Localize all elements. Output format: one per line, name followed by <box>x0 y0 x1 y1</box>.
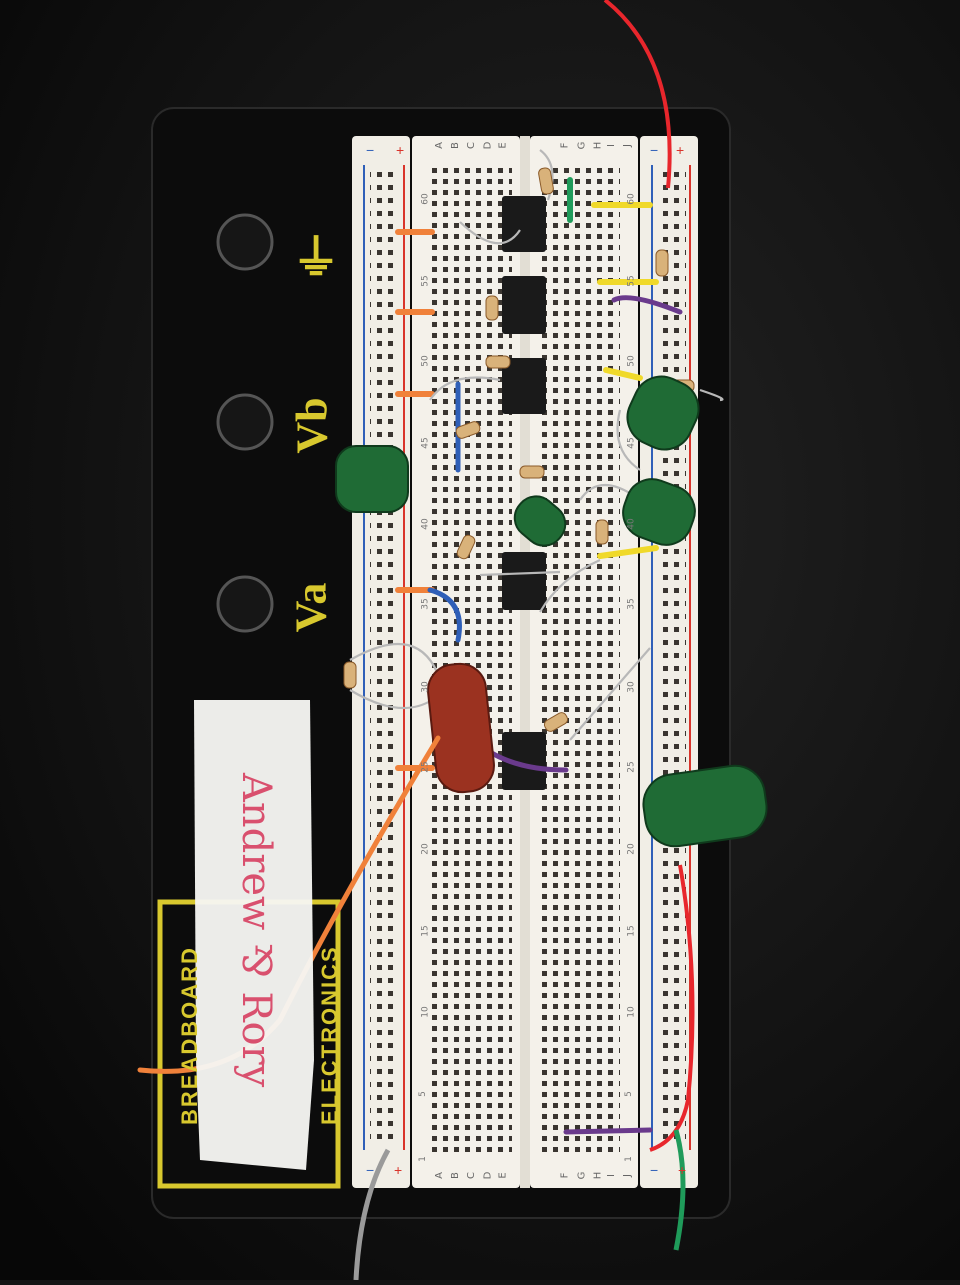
col-letter-i: I <box>605 1174 617 1177</box>
row-number-40-right: 40 <box>626 518 637 530</box>
ground-post-hole <box>216 213 274 271</box>
row-number-20-left: 20 <box>420 843 431 855</box>
row-number-45-left: 45 <box>420 437 431 449</box>
ground-label: ⏚ <box>292 232 341 285</box>
col-letter-a: A <box>433 1172 445 1179</box>
col-letter-e: E <box>497 1172 509 1179</box>
right-rail-minus-bottom: − <box>650 1162 659 1178</box>
center-channel <box>520 136 530 1188</box>
ic-chip-1 <box>502 196 546 252</box>
orange-rail-jumpers <box>395 229 435 771</box>
right-rail-holes <box>658 170 686 1145</box>
row-number-50-left: 50 <box>420 355 431 367</box>
row-number-1-left: 1 <box>417 1156 428 1162</box>
col-letter-i: I <box>605 144 617 147</box>
holes-a-e <box>432 168 512 1158</box>
row-number-50-right: 50 <box>626 355 637 367</box>
col-letter-c: C <box>465 142 477 149</box>
left-rail-plus-top: + <box>396 142 405 158</box>
row-number-15-right: 15 <box>626 925 637 937</box>
row-number-30-right: 30 <box>626 681 637 693</box>
holes-f-j <box>540 168 620 1158</box>
col-letter-h: H <box>592 1171 604 1180</box>
row-number-45-right: 45 <box>626 437 637 449</box>
right-rail-plus-top: + <box>676 142 685 158</box>
row-number-15-left: 15 <box>420 925 431 937</box>
row-number-30-left: 30 <box>420 681 431 693</box>
brand-top-text: BREADBOARD <box>177 946 202 1125</box>
left-rail-plus-bottom: + <box>394 1162 403 1178</box>
col-letter-e: E <box>497 142 509 149</box>
left-rail-minus-bottom: − <box>366 1162 375 1178</box>
yellow-jumpers <box>591 202 659 559</box>
col-letter-f: F <box>559 142 571 149</box>
col-letter-d: D <box>482 141 494 150</box>
va-label: Va <box>286 582 336 633</box>
tape-note: Andrew ⅋ Rory <box>233 773 279 1088</box>
row-number-55-right: 55 <box>626 275 637 287</box>
row-number-60-left: 60 <box>420 193 431 205</box>
row-number-1-right: 1 <box>623 1156 634 1162</box>
vb-post-hole <box>216 393 274 451</box>
va-post-hole <box>216 575 274 633</box>
row-number-35-left: 35 <box>420 598 431 610</box>
col-letter-f: F <box>559 1172 571 1179</box>
ic-chip-5 <box>502 732 546 790</box>
red-top-wire <box>603 0 672 189</box>
purple-jumpers <box>487 295 683 1135</box>
grey-bottom-wire <box>353 1148 391 1281</box>
col-letter-j: J <box>621 144 633 147</box>
row-number-10-left: 10 <box>420 1006 431 1018</box>
resistors <box>343 167 695 732</box>
vb-label: Vb <box>287 397 337 454</box>
row-number-40-left: 40 <box>420 518 431 530</box>
col-letter-h: H <box>592 141 604 150</box>
right-rail-minus-top: − <box>650 142 659 158</box>
left-rail-holes <box>370 170 398 1145</box>
green-capacitors <box>335 375 768 848</box>
green-bottom-wire <box>673 1129 686 1251</box>
row-number-5-right: 5 <box>623 1091 634 1097</box>
col-letter-d: D <box>482 1171 494 1180</box>
col-letter-a: A <box>433 142 445 149</box>
row-number-20-right: 20 <box>626 843 637 855</box>
col-letter-g: G <box>576 1171 588 1180</box>
left-rail-minus-top: − <box>366 142 375 158</box>
col-letter-b: B <box>449 1172 461 1179</box>
ic-chip-4 <box>502 552 546 610</box>
brown-capacitor <box>427 662 495 794</box>
col-letter-c: C <box>465 1172 477 1179</box>
ic-chip-3 <box>502 358 546 414</box>
row-number-55-left: 55 <box>420 275 431 287</box>
right-rail-plus-bottom: + <box>678 1162 687 1178</box>
col-letter-g: G <box>576 141 588 150</box>
col-letter-b: B <box>449 142 461 149</box>
row-number-60-right: 60 <box>626 193 637 205</box>
row-number-25-left: 25 <box>420 761 431 773</box>
ic-chip-2 <box>502 276 546 334</box>
component-leads <box>349 149 724 741</box>
brand-bottom-text: ELECTRONICS <box>317 945 342 1125</box>
row-number-25-right: 25 <box>626 761 637 773</box>
col-letter-j: J <box>621 1174 633 1177</box>
masking-tape <box>194 700 314 1170</box>
row-number-10-right: 10 <box>626 1006 637 1018</box>
row-number-35-right: 35 <box>626 598 637 610</box>
row-number-5-left: 5 <box>417 1091 428 1097</box>
red-rail-wire <box>649 864 695 1152</box>
